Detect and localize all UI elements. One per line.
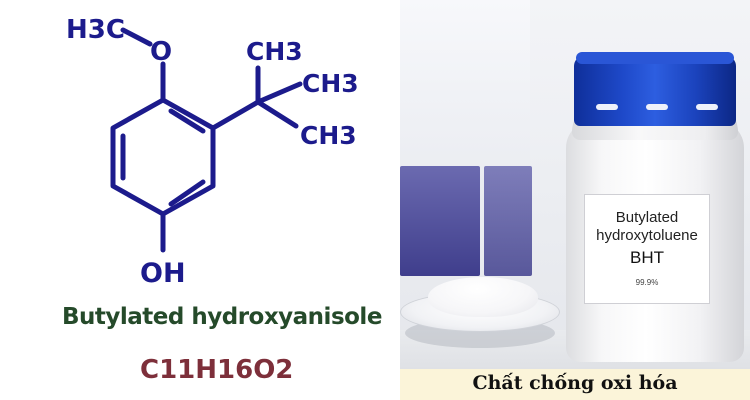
cap-notch-middle [646, 104, 668, 110]
label-line-3: BHT [630, 248, 664, 267]
double-bond-top [168, 108, 206, 134]
methyl-top-label: H3C [66, 15, 125, 45]
bond-ring-tertbutyl [210, 99, 261, 131]
structure-panel: H3C O CH3 CH3 CH3 OH Butylated hydroxyan… [62, 15, 383, 385]
hydroxyl-label: OH [140, 258, 186, 289]
caption-banner: Chất chống oxi hóa [400, 369, 750, 400]
jar-cap-top [576, 52, 734, 64]
benzene-ring [110, 97, 216, 217]
label-line-1: Butylated [615, 209, 679, 226]
product-photo-panel: Butylated hydroxytoluene BHT 99.9% Chất … [400, 0, 750, 400]
label-line-2: hydroxytoluene [596, 227, 698, 244]
background-cabinet [400, 166, 480, 276]
label-purity: 99.9% [635, 278, 659, 287]
cap-notch-right [696, 104, 718, 110]
banner-text: Chất chống oxi hóa [472, 372, 678, 394]
methyl-2-label: CH3 [302, 69, 359, 98]
white-powder [428, 277, 538, 317]
jar-cap [574, 56, 736, 126]
methyl-3-label: CH3 [300, 121, 357, 150]
compound-name: Butylated hydroxyanisole [62, 304, 382, 330]
background-cabinet-2 [484, 166, 532, 276]
jar-label: Butylated hydroxytoluene BHT 99.9% [584, 194, 710, 304]
oxygen-label: O [150, 37, 172, 67]
double-bond-bottom [168, 179, 206, 207]
compound-formula: C11H16O2 [140, 355, 294, 385]
bha-structure-drawing: H3C O CH3 CH3 CH3 OH [66, 15, 359, 289]
bond-oxygen-methyl [120, 27, 153, 47]
bond-methyl-right [255, 81, 303, 105]
cap-notch-left [596, 104, 618, 110]
bond-methyl-down [255, 99, 299, 129]
methyl-1-label: CH3 [246, 37, 303, 66]
